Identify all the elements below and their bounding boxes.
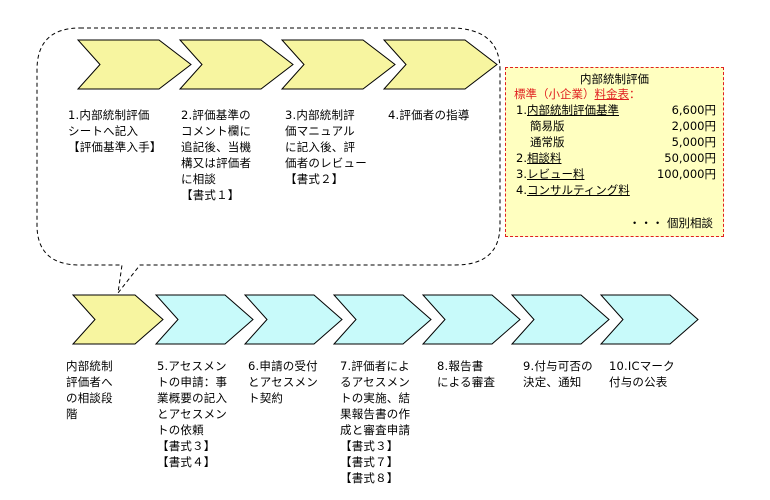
bottom-chevron-0 [71, 294, 164, 345]
price-row-value: 2,000円 [671, 119, 716, 133]
bottom-step-label-10: 10.ICマーク付与の公表 [609, 358, 675, 390]
bottom-step-label-8: 8.報告書による審査 [437, 358, 495, 390]
speech-bubble-outline [36, 27, 501, 295]
price-table-subtitle-prefix: 標準（小企業） [514, 87, 595, 101]
step-label-line: 果報告書の作 [340, 407, 411, 421]
price-row-name: レビュー料 [526, 167, 585, 181]
bottom-step-label-5: 5.アセスメントの申請：事業概要の記入とアセスメントの依頼【書式３】【書式４】 [157, 358, 227, 470]
bottom-chevron-7 [332, 294, 432, 345]
step-label-line: トの依頼 [157, 423, 204, 437]
step-label-line: 階 [66, 407, 78, 421]
bottom-step-label-9: 9.付与可否の決定、通知 [523, 358, 593, 390]
top-chevron-3 [280, 39, 396, 90]
price-row-number: 4. [516, 183, 527, 197]
top-arrow-row [76, 39, 498, 90]
bottom-step-label-7: 7.評価者によるアセスメントの実施、結果報告書の作成と審査申請【書式３】【書式７… [340, 358, 410, 486]
step-label-line: ト契約 [248, 391, 284, 405]
bottom-chevron-10 [599, 294, 699, 345]
step-label-line: 評価者へ [66, 375, 113, 389]
step-label-line: 【書式２】 [285, 172, 344, 186]
step-label-line: シートへ記入 [68, 124, 139, 138]
step-label-line: 【書式３】 [157, 439, 216, 453]
top-chevron-1 [76, 39, 192, 90]
price-row-value: 100,000円 [656, 167, 716, 181]
bottom-step-label-6: 6.申請の受付とアセスメント契約 [248, 358, 318, 406]
step-label-line: 【書式４】 [157, 455, 216, 469]
step-label-line: 付与の公表 [609, 375, 668, 389]
step-label-line: 1.内部統制評価 [68, 108, 150, 122]
step-label-line: に記入後、評 [285, 140, 356, 154]
step-label-line: トの実施、結 [340, 391, 411, 405]
top-chevron-4 [382, 39, 498, 90]
step-label-line: 【書式３】 [340, 439, 399, 453]
step-label-line: コメント欄に [181, 124, 252, 138]
price-row-name: 通常版 [530, 135, 565, 149]
step-label-line: 8.報告書 [437, 359, 484, 373]
step-label-line: トの申請：事 [157, 375, 228, 389]
price-row-value: 50,000円 [664, 151, 716, 165]
step-label-line: るアセスメン [340, 375, 410, 389]
step-label-line: 9.付与可否の [523, 359, 593, 373]
step-label-line: 【書式８】 [340, 471, 399, 485]
bottom-arrow-row [71, 294, 699, 345]
step-label-line: 7.評価者によ [340, 359, 410, 373]
top-step-label-2: 2.評価基準のコメント欄に追記後、当機構又は評価者に相談【書式１】 [181, 107, 251, 203]
price-row-name: 内部統制評価基準 [526, 103, 619, 117]
price-row-number: 2. [516, 151, 527, 165]
price-row-value: 5,000円 [671, 135, 716, 149]
step-label-line: 内部統制 [66, 359, 113, 373]
bottom-step-label-0: 内部統制評価者への相談段階 [66, 358, 113, 422]
step-label-line: 【書式１】 [181, 188, 240, 202]
step-label-line: の相談段 [66, 391, 113, 405]
price-table-box: 内部統制評価 標準（小企業）料金表： 1.内部統制評価基準 6,600円 簡易版… [505, 67, 724, 237]
bottom-chevron-6 [243, 294, 343, 345]
price-table-subtitle-underlined: 料金表 [594, 87, 630, 101]
price-row-name: 相談料 [526, 151, 562, 165]
step-label-line: 業概要の記入 [157, 391, 228, 405]
price-row-name: コンサルティング料 [526, 183, 630, 197]
top-step-label-1: 1.内部統制評価シートへ記入【評価基準入手】 [68, 107, 162, 155]
price-row-number: 3. [516, 167, 527, 181]
price-row-value: 6,600円 [671, 103, 716, 117]
step-label-line: とアセスメン [248, 375, 318, 389]
price-table-subtitle: 標準（小企業）料金表： [514, 87, 641, 102]
step-label-line: 2.評価基準の [181, 108, 251, 122]
top-chevron-2 [178, 39, 294, 90]
price-row-name: 簡易版 [530, 119, 565, 133]
step-label-line: 追記後、当機 [181, 140, 252, 154]
step-label-line: 価者のレビュー [285, 156, 367, 170]
step-label-line: 構又は評価者 [181, 156, 252, 170]
price-table-note: ・・・ 個別相談 [628, 216, 713, 230]
bottom-chevron-9 [510, 294, 610, 345]
step-label-line: 5.アセスメン [157, 359, 227, 373]
price-table-subtitle-suffix: ： [629, 87, 641, 101]
bottom-chevron-5 [154, 294, 254, 345]
step-label-line: に相談 [181, 172, 217, 186]
top-step-label-4: 4.評価者の指導 [388, 107, 470, 123]
step-label-line: 4.評価者の指導 [388, 108, 470, 122]
top-step-label-3: 3.内部統制評価マニュアルに記入後、評価者のレビュー【書式２】 [285, 107, 367, 187]
step-label-line: 6.申請の受付 [248, 359, 318, 373]
step-label-line: 10.ICマーク [609, 359, 675, 373]
price-table-title: 内部統制評価 [580, 72, 649, 86]
step-label-line: 【書式７】 [340, 455, 399, 469]
price-row-number: 1. [516, 103, 527, 117]
step-label-line: 【評価基準入手】 [68, 140, 162, 154]
step-label-line: 価マニュアル [285, 124, 355, 138]
step-label-line: 3.内部統制評 [285, 108, 355, 122]
step-label-line: による審査 [437, 375, 496, 389]
bottom-chevron-8 [421, 294, 521, 345]
step-label-line: 決定、通知 [523, 375, 582, 389]
step-label-line: 成と審査申請 [340, 423, 411, 437]
step-label-line: とアセスメン [157, 407, 227, 421]
